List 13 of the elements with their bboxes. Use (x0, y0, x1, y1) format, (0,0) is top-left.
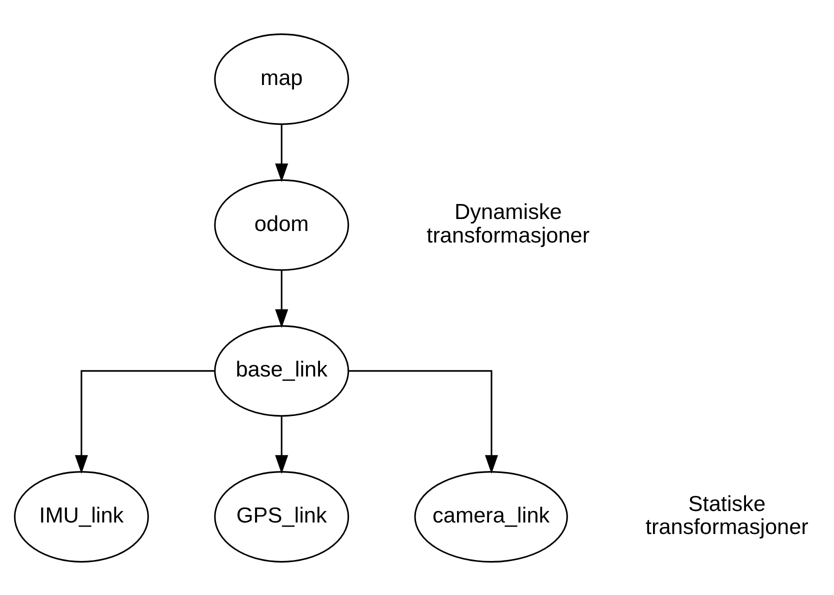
arrow (348, 370, 498, 474)
node-ellipse: map (214, 32, 350, 124)
label: Dynamiske transformasjoner (426, 198, 590, 247)
node-ellipse: camera_link (414, 470, 568, 562)
node-ellipse: GPS_link (214, 470, 350, 562)
node-ellipse: base_link (214, 324, 350, 416)
arrow (74, 370, 214, 474)
arrow (275, 416, 288, 474)
arrow (275, 124, 288, 182)
node-ellipse: odom (214, 178, 350, 270)
arrow (275, 270, 288, 328)
node-ellipse: IMU_link (14, 470, 149, 562)
label: Statiske transformasjoner (645, 490, 808, 539)
